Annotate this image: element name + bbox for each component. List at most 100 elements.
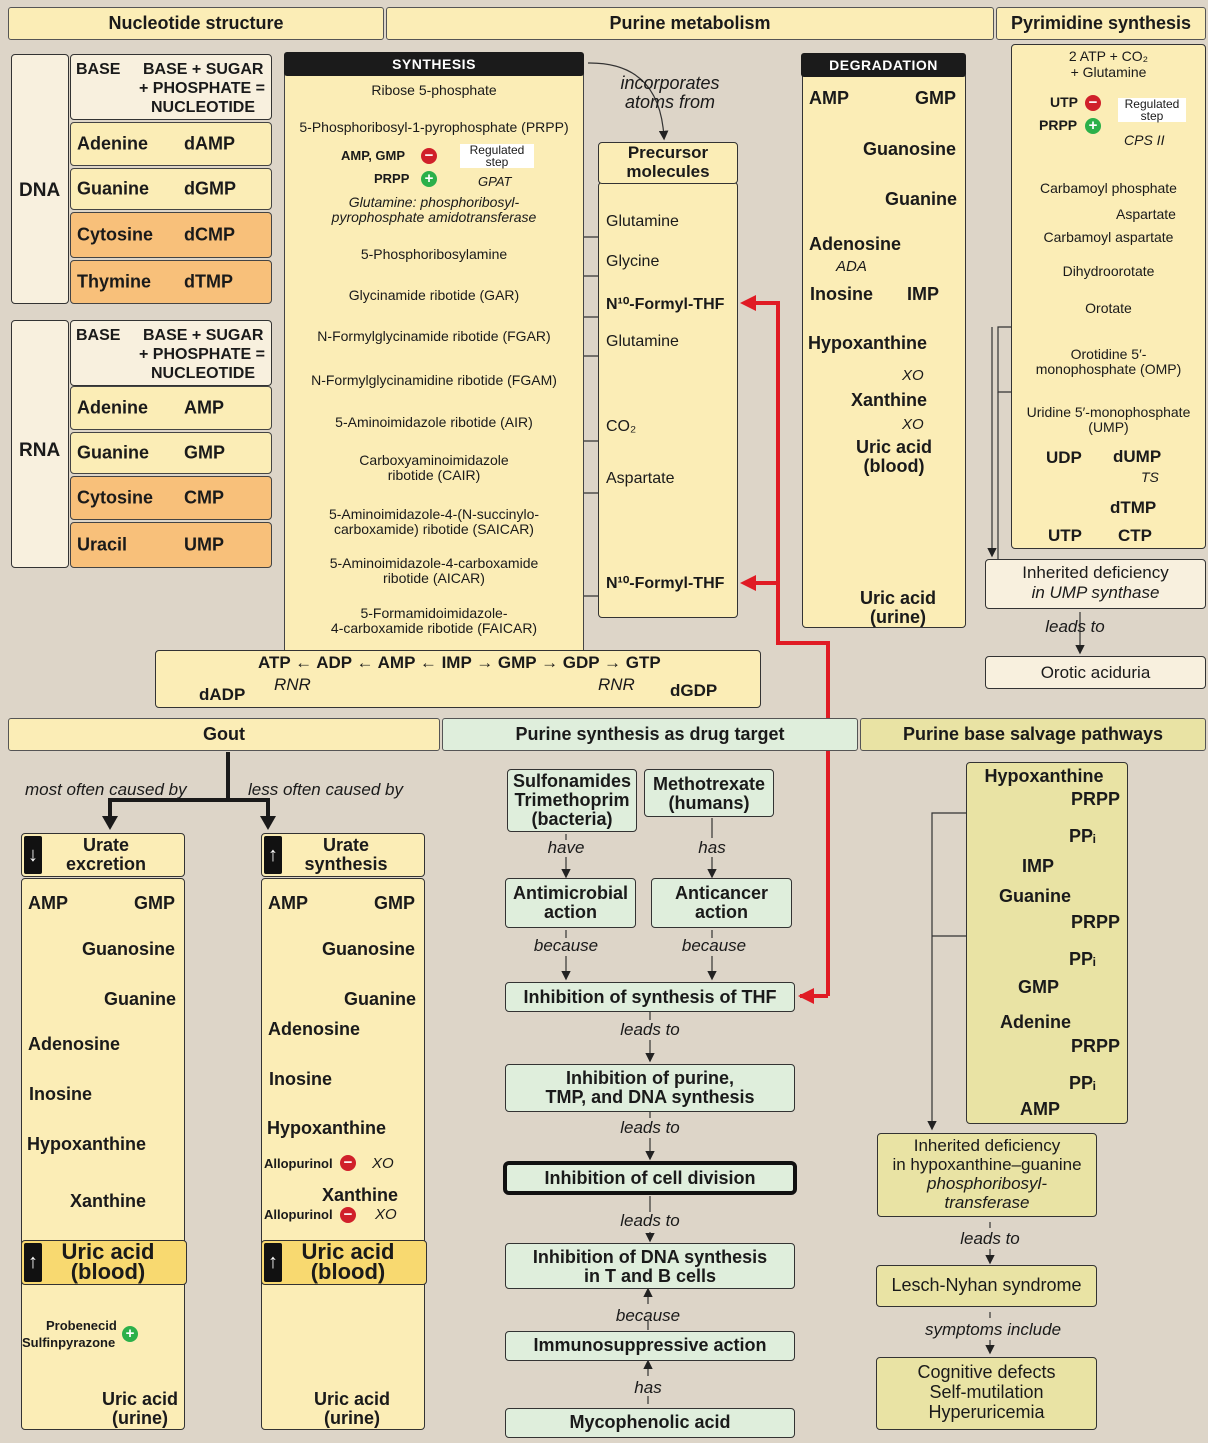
rna-nuc-head-2: + PHOSPHATE = xyxy=(139,346,265,363)
pyr-dihydroorotate: Dihydroorotate xyxy=(1062,263,1155,279)
gout-excretion-panel xyxy=(21,878,185,1430)
step-pra: 5-Phosphoribosylamine xyxy=(360,246,508,262)
rna-nuc-head-3: NUCLEOTIDE xyxy=(151,365,255,382)
pyr-utp-reg: UTP xyxy=(1050,94,1078,110)
rna-header-cell xyxy=(70,320,272,386)
orotic-aciduria: Orotic aciduria xyxy=(1040,663,1151,682)
gpat-label: GPAT xyxy=(478,174,512,189)
thf-inhibition-box xyxy=(505,982,795,1012)
precursor-aspartate: Aspartate xyxy=(606,470,675,487)
methotrexate-box xyxy=(644,769,774,817)
gr-gmp: GMP xyxy=(374,893,416,913)
urate-synthesis-box xyxy=(261,833,425,877)
precursor-glutamine-1: Glutamine xyxy=(606,213,679,230)
deg-uric-blood: Uric acid(blood) xyxy=(855,437,933,476)
header-pyrimidine-synthesis: Pyrimidine synthesis xyxy=(996,7,1206,40)
gr-xo-1: XO xyxy=(372,1155,394,1172)
pyrimidine-panel xyxy=(1011,44,1206,549)
gr-uric-blood-box xyxy=(261,1240,427,1285)
thf-inhibition: Inhibition of synthesis of THF xyxy=(523,987,777,1007)
drug-has-2: has xyxy=(634,1378,662,1397)
salv-symptoms: symptoms include xyxy=(924,1320,1062,1339)
pyr-carbamoyl-phosphate: Carbamoyl phosphate xyxy=(1040,180,1177,196)
pyr-leads-to: leads to xyxy=(1045,617,1105,636)
gr-xo-2: XO xyxy=(375,1206,397,1223)
sulfonamides-box xyxy=(507,769,637,832)
gr-uric-urine: Uric acid(urine) xyxy=(313,1389,391,1428)
gl-adenosine: Adenosine xyxy=(28,1034,121,1054)
gr-guanosine: Guanosine xyxy=(322,939,416,959)
deg-adenosine: Adenosine xyxy=(809,234,902,254)
activate-icon: + xyxy=(122,1326,138,1342)
gout-synthesis-panel xyxy=(261,878,425,1430)
imp-conversion-row: ATP ← ADP ← AMP ← IMP → GMP → GDP → GTP xyxy=(258,653,661,672)
deg-imp: IMP xyxy=(907,284,940,304)
cell-division-inhibition: Inhibition of cell division xyxy=(544,1168,756,1188)
allopurinol-label-2: Allopurinol xyxy=(264,1207,333,1222)
rnr-label-left: RNR xyxy=(274,675,311,694)
purine-inhibition-box xyxy=(505,1064,795,1112)
mycophenolic-acid: Mycophenolic acid xyxy=(569,1412,731,1432)
salv-imp: IMP xyxy=(1022,856,1055,876)
deg-gmp: GMP xyxy=(915,88,957,108)
pyr-ctp: CTP xyxy=(1118,526,1152,545)
up-arrow-icon: ↑ xyxy=(264,836,282,874)
gl-guanosine: Guanosine xyxy=(82,939,176,959)
activate-icon: + xyxy=(1085,118,1101,134)
dgdp-label: dGDP xyxy=(670,681,718,700)
salvage-panel xyxy=(966,762,1128,1124)
sulfinpyrazone-label: Sulfinpyrazone xyxy=(22,1335,116,1350)
precursor-glutamine-2: Glutamine xyxy=(606,333,679,350)
header-purine-metabolism: Purine metabolism xyxy=(386,7,994,40)
drug-because-2: because xyxy=(681,936,747,955)
deg-uric-urine: Uric acid(urine) xyxy=(859,588,937,627)
rna-nuc-head-1: BASE + SUGAR xyxy=(143,327,264,344)
inhibit-icon: − xyxy=(1085,95,1101,111)
orotic-aciduria-box xyxy=(985,656,1206,689)
dna-group xyxy=(11,54,69,304)
dna-header-cell xyxy=(70,54,272,120)
gl-guanine: Guanine xyxy=(104,989,177,1009)
gr-inosine: Inosine xyxy=(269,1069,333,1089)
salv-prpp-1: PRPP xyxy=(1071,789,1121,809)
pyr-start: 2 ATP + CO₂+ Glutamine xyxy=(1068,48,1149,80)
dna-nuc-head-2: + PHOSPHATE = xyxy=(139,80,265,97)
inhibit-icon: − xyxy=(340,1155,356,1171)
degradation-title: DEGRADATION xyxy=(801,53,966,77)
gl-uric-blood-box xyxy=(21,1240,187,1285)
deg-xo-2: XO xyxy=(902,416,924,433)
gr-guanine: Guanine xyxy=(344,989,417,1009)
immunosuppressive-action: Immunosuppressive action xyxy=(533,1335,767,1355)
salv-gmp: GMP xyxy=(1018,977,1060,997)
rna-group xyxy=(11,320,69,568)
drug-leads-to-2: leads to xyxy=(620,1118,680,1137)
synthesis-title: SYNTHESIS xyxy=(284,52,584,76)
deg-xo-1: XO xyxy=(902,367,924,384)
header-nucleotide-structure: Nucleotide structure xyxy=(8,7,384,40)
precursor-panel xyxy=(598,182,738,618)
header-drug-target: Purine synthesis as drug target xyxy=(442,718,858,751)
gl-hypoxanthine: Hypoxanthine xyxy=(27,1134,147,1154)
rnr-label-right: RNR xyxy=(598,675,635,694)
rna-base-head: BASE xyxy=(76,327,121,344)
deg-ada: ADA xyxy=(836,258,867,275)
dadp-label: dADP xyxy=(199,685,246,704)
gr-hypoxanthine: Hypoxanthine xyxy=(267,1118,387,1138)
gl-uric-blood: Uric acid(blood) xyxy=(61,1239,155,1284)
gl-amp: AMP xyxy=(28,893,68,913)
degradation-panel xyxy=(802,72,966,628)
imp-conversion-panel xyxy=(155,650,761,708)
gl-xanthine: Xanthine xyxy=(70,1191,147,1211)
